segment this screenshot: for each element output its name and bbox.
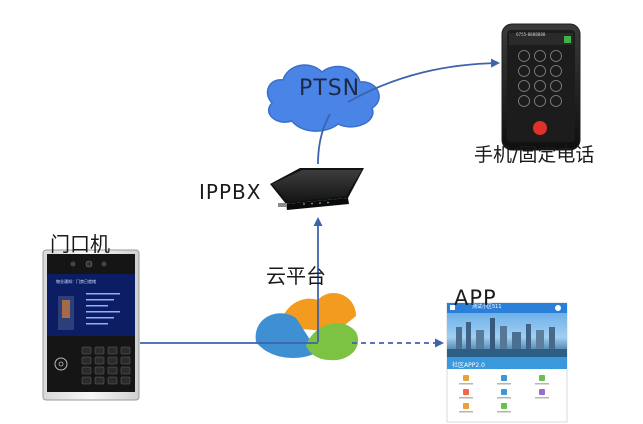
- door-key: [94, 346, 105, 355]
- app-grid-icon: [501, 403, 507, 409]
- connectors: [140, 58, 500, 348]
- phone-key: [550, 80, 562, 92]
- door-key: [107, 356, 118, 365]
- door-key: [107, 346, 118, 355]
- app-grid-icon: [501, 375, 507, 381]
- phone-key: [534, 65, 546, 77]
- app-grid-caption: [497, 383, 511, 385]
- door-key: [120, 376, 131, 385]
- door-key: [81, 366, 92, 375]
- cloud-platform-label: 云平台: [266, 264, 326, 288]
- app-function-grid: [459, 375, 549, 413]
- door-key: [94, 366, 105, 375]
- app-grid-icon: [463, 389, 469, 395]
- app-grid-caption: [459, 383, 473, 385]
- app-grid-caption: [459, 397, 473, 399]
- ptsn-cloud: [266, 64, 380, 132]
- door-key: [81, 356, 92, 365]
- app-grid-icon: [463, 375, 469, 381]
- door-screen-line: [86, 299, 114, 301]
- ippbx-label: IPPBX: [199, 180, 262, 204]
- phone-key: [518, 95, 530, 107]
- phone-key: [534, 95, 546, 107]
- mobile-app-icon: [446, 302, 568, 423]
- app-grid-caption: [459, 411, 473, 413]
- router-box-icon: [270, 168, 364, 210]
- app-grid-caption: [497, 397, 511, 399]
- smartphone-icon: [501, 23, 581, 151]
- phone-key: [550, 50, 562, 62]
- app-grid-caption: [535, 397, 549, 399]
- cloud-icon: [255, 293, 359, 361]
- call-end-icon: [533, 121, 547, 135]
- phone-number-display: 0755-8888888: [516, 32, 546, 37]
- door-key: [81, 346, 92, 355]
- app-label: APP: [454, 286, 497, 310]
- app-grid-icon: [539, 389, 545, 395]
- door-key: [94, 356, 105, 365]
- app-grid-icon: [463, 403, 469, 409]
- ptsn-to-phone-arrow: [347, 58, 500, 103]
- phone-key: [534, 80, 546, 92]
- app-screen-title: 测试小区511: [472, 304, 502, 310]
- door-screen-line: [86, 323, 108, 325]
- app-grid-caption: [497, 411, 511, 413]
- ippbx-to-ptsn-line: [317, 113, 331, 165]
- door-key: [94, 376, 105, 385]
- door-key: [81, 376, 92, 385]
- phone-keypad: [518, 50, 562, 107]
- door-key: [120, 346, 131, 355]
- phone-key: [518, 65, 530, 77]
- door-screen-line: [86, 293, 120, 295]
- phone-key: [518, 80, 530, 92]
- app-grid-icon: [501, 389, 507, 395]
- door-screen-line: [86, 311, 120, 313]
- door-unit-label: 门口机: [50, 232, 110, 256]
- phone-key: [518, 50, 530, 62]
- door-screen-content: [86, 293, 120, 325]
- ptsn-label: PTSN: [299, 76, 361, 101]
- phone-label: 手机/固定电话: [474, 144, 595, 166]
- door-key: [120, 366, 131, 375]
- app-grid-caption: [535, 383, 549, 385]
- door-key: [120, 356, 131, 365]
- door-key: [107, 366, 118, 375]
- door-screen-line: [86, 305, 108, 307]
- door-keypad: [81, 346, 131, 385]
- phone-key: [550, 95, 562, 107]
- app-banner-title: 社区APP2.0: [452, 362, 485, 369]
- door-screen-header: 物业通知：门禁已就绪: [56, 279, 96, 284]
- phone-key: [534, 50, 546, 62]
- door-key: [107, 376, 118, 385]
- app-grid-icon: [539, 375, 545, 381]
- door-screen-line: [86, 317, 114, 319]
- phone-key: [550, 65, 562, 77]
